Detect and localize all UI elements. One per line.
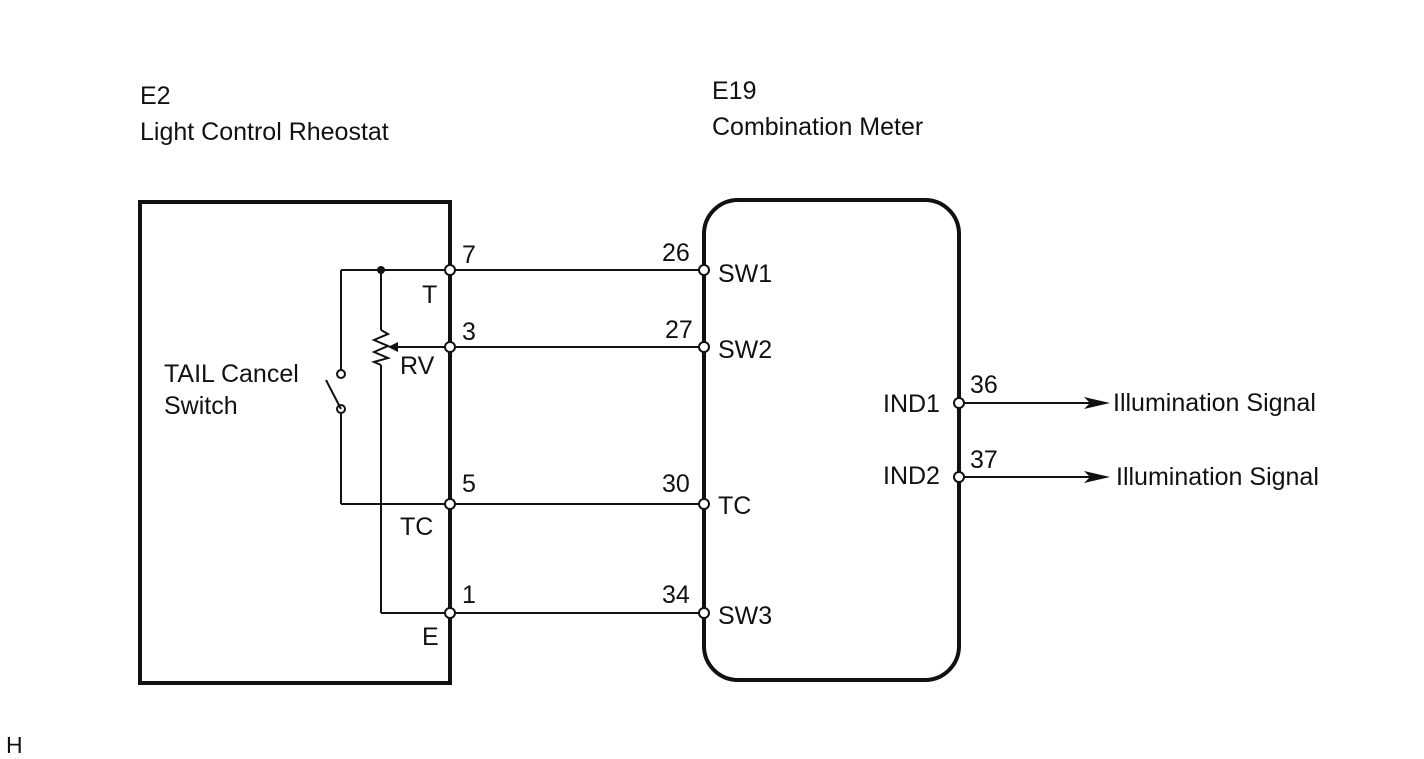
rheostat-pin-name: E [422,623,439,651]
output-pin-number: 37 [970,446,998,474]
meter-terminal-36 [953,397,965,409]
rheostat-pin-number: 1 [462,581,476,609]
meter-pin-number: 26 [662,239,690,267]
rheostat-code: E2 [140,82,171,110]
meter-pin-name: SW1 [718,260,772,288]
rheostat-internal-wiring [340,269,450,614]
tail-cancel-switch [325,369,346,414]
meter-terminal-26 [698,264,710,276]
corner-mark: H [6,732,23,758]
rheostat-pin-number: 5 [462,470,476,498]
rheostat-name: Light Control Rheostat [140,118,389,146]
output-pin-number: 36 [970,371,998,399]
output-signal-label: Illumination Signal [1113,389,1316,417]
rheostat-pin-name: RV [400,352,435,380]
meter-pin-name: SW2 [718,336,772,364]
rheostat-pin-name: TC [400,513,433,541]
switch-label-line2: Switch [164,392,238,420]
output-pin-name: IND1 [883,390,940,418]
rheostat-terminal-7 [444,264,456,276]
output-pin-name: IND2 [883,462,940,490]
meter-pin-number: 34 [662,581,690,609]
meter-terminal-37 [953,471,965,483]
rheostat-box [138,200,452,685]
meter-pin-number: 30 [662,470,690,498]
rheostat-pin-name: T [422,281,437,309]
resistor-symbol [371,329,391,366]
switch-label-line1: TAIL Cancel [164,360,299,388]
meter-pin-name: TC [718,492,751,520]
wiper-arrow [388,342,398,352]
rheostat-pin-number: 3 [462,318,476,346]
meter-pin-name: SW3 [718,602,772,630]
meter-code: E19 [712,77,756,105]
meter-terminal-27 [698,341,710,353]
meter-terminal-34 [698,607,710,619]
illumination-output-wires [959,397,1110,483]
output-signal-label: Illumination Signal [1116,463,1319,491]
meter-terminal-30 [698,498,710,510]
rheostat-pin-number: 7 [462,241,476,269]
junction-dot [377,266,385,274]
rheostat-terminal-3 [444,341,456,353]
harness-wires [450,269,704,614]
meter-name: Combination Meter [712,113,923,141]
meter-pin-number: 27 [665,316,693,344]
rheostat-terminal-5 [444,498,456,510]
rheostat-terminal-1 [444,607,456,619]
meter-box [702,198,961,682]
